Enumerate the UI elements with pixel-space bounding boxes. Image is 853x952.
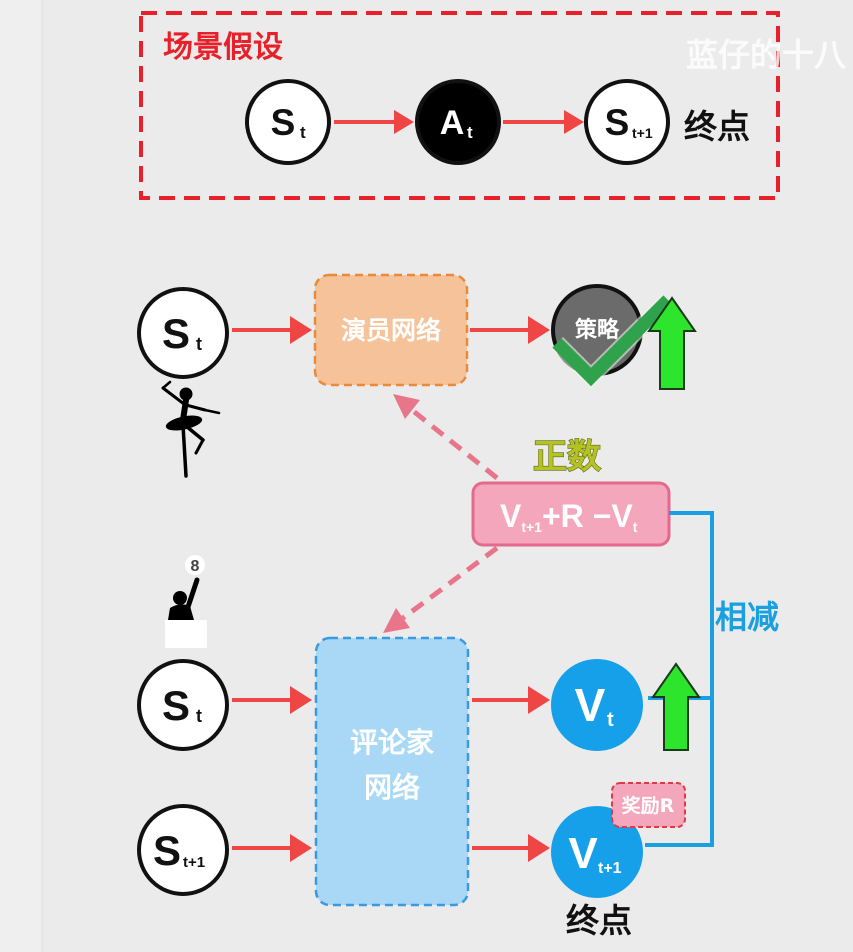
- value-current-node: V t: [551, 659, 643, 751]
- critic-network-box: 评论家 网络: [314, 636, 470, 907]
- score-desk: [165, 620, 207, 648]
- arrow-head: [290, 686, 312, 714]
- policy-label: 策略: [575, 317, 620, 343]
- scenario-arrow-2: [503, 110, 584, 134]
- reward-badge: 奖励R: [611, 782, 686, 828]
- critic-output-arrow-current: [472, 686, 550, 714]
- action-circle: [415, 79, 501, 165]
- formula-v-next: V: [500, 498, 522, 534]
- checkmark-icon: [550, 293, 675, 390]
- value-subscript: t: [607, 709, 614, 731]
- scenario-state-node: S t: [245, 79, 331, 165]
- action-letter: A: [440, 104, 465, 142]
- value-letter: V: [575, 679, 606, 731]
- actor-input-node: S t: [137, 287, 229, 379]
- critic-label-line-2: 网络: [364, 771, 420, 804]
- scenario-panel: 场景假设 S t A t S t+1 终点: [139, 11, 780, 200]
- scenario-end-label: 终点: [684, 107, 750, 146]
- critic-input-current-node: S t: [137, 659, 229, 751]
- reward-badge-shape: [611, 782, 686, 828]
- next-state-circle: [584, 79, 670, 165]
- state-letter: S: [271, 102, 296, 143]
- actor-input-arrow: [232, 316, 312, 344]
- scenario-title: 场景假设: [163, 30, 283, 65]
- next-state-circle: [137, 804, 229, 896]
- scenario-frame: [139, 11, 780, 200]
- arrow-head: [528, 686, 550, 714]
- arrow-head: [290, 834, 312, 862]
- actor-output-arrow: [470, 316, 550, 344]
- critic-label-line-1: 评论家: [350, 726, 434, 759]
- feedback-arrow-to-actor: [393, 394, 499, 480]
- state-subscript: t: [196, 706, 202, 726]
- critic-box-shape: [314, 636, 470, 907]
- critic-input-arrow-next: [232, 834, 312, 862]
- state-subscript: t: [300, 123, 306, 142]
- up-arrow-icon: [647, 296, 697, 390]
- action-subscript: t: [467, 123, 473, 142]
- value-next-subscript: t+1: [598, 860, 622, 877]
- state-letter: S: [162, 682, 190, 729]
- actor-box-shape: [313, 273, 469, 387]
- formula-text: Vt+1+R −Vt: [500, 498, 638, 535]
- scenario-arrow-1: [334, 110, 414, 134]
- value-next-node: V t+1: [551, 806, 643, 898]
- value-next-circle: [551, 806, 643, 898]
- critic-input-arrow-current: [232, 686, 312, 714]
- next-state-letter: S: [605, 102, 630, 143]
- arrow-head: [393, 394, 420, 419]
- state-circle: [137, 659, 229, 751]
- score-sign: [185, 555, 205, 575]
- up-arrow-icon: [651, 662, 701, 751]
- left-margin-band: [0, 0, 42, 952]
- state-letter: S: [162, 310, 190, 357]
- critic-end-label: 终点: [566, 901, 632, 940]
- state-subscript: t: [196, 334, 202, 354]
- arrow-head: [383, 608, 410, 633]
- subtract-connector: [645, 511, 714, 847]
- state-circle: [137, 287, 229, 379]
- ballerina-icon: [161, 380, 221, 478]
- formula-v-sub: t: [633, 519, 638, 535]
- next-state-letter: S: [153, 827, 181, 874]
- arrow-head: [528, 834, 550, 862]
- formula-v-next-sub: t+1: [521, 519, 542, 535]
- dashed-shaft: [410, 408, 499, 480]
- critic-output-arrow-next: [472, 834, 550, 862]
- value-circle: [551, 659, 643, 751]
- advantage-formula-box: Vt+1+R −Vt: [471, 481, 671, 547]
- dashed-shaft: [401, 545, 499, 621]
- critic-input-next-node: S t+1: [137, 804, 229, 896]
- state-circle: [245, 79, 331, 165]
- next-state-subscript: t+1: [632, 125, 653, 141]
- actor-network-label: 演员网络: [341, 316, 441, 345]
- reward-label: 奖励R: [622, 794, 675, 817]
- person-holding-sign-icon: 8: [165, 555, 207, 648]
- actor-network-box: 演员网络: [313, 273, 469, 387]
- feedback-arrow-to-critic: [383, 545, 499, 633]
- next-state-subscript: t+1: [183, 854, 205, 871]
- arrow-head: [290, 316, 312, 344]
- score-sign-number: 8: [191, 558, 200, 575]
- scenario-action-node: A t: [415, 79, 501, 165]
- scenario-next-state-node: S t+1: [584, 79, 670, 165]
- positive-label: 正数: [533, 437, 601, 477]
- arrow-head: [394, 110, 414, 134]
- arrow-head: [564, 110, 584, 134]
- arrow-head: [528, 316, 550, 344]
- watermark: 蓝仔的十八: [686, 36, 847, 74]
- value-next-letter: V: [568, 829, 598, 878]
- formula-middle: +R −V: [542, 498, 633, 534]
- subtract-label: 相减: [715, 598, 779, 636]
